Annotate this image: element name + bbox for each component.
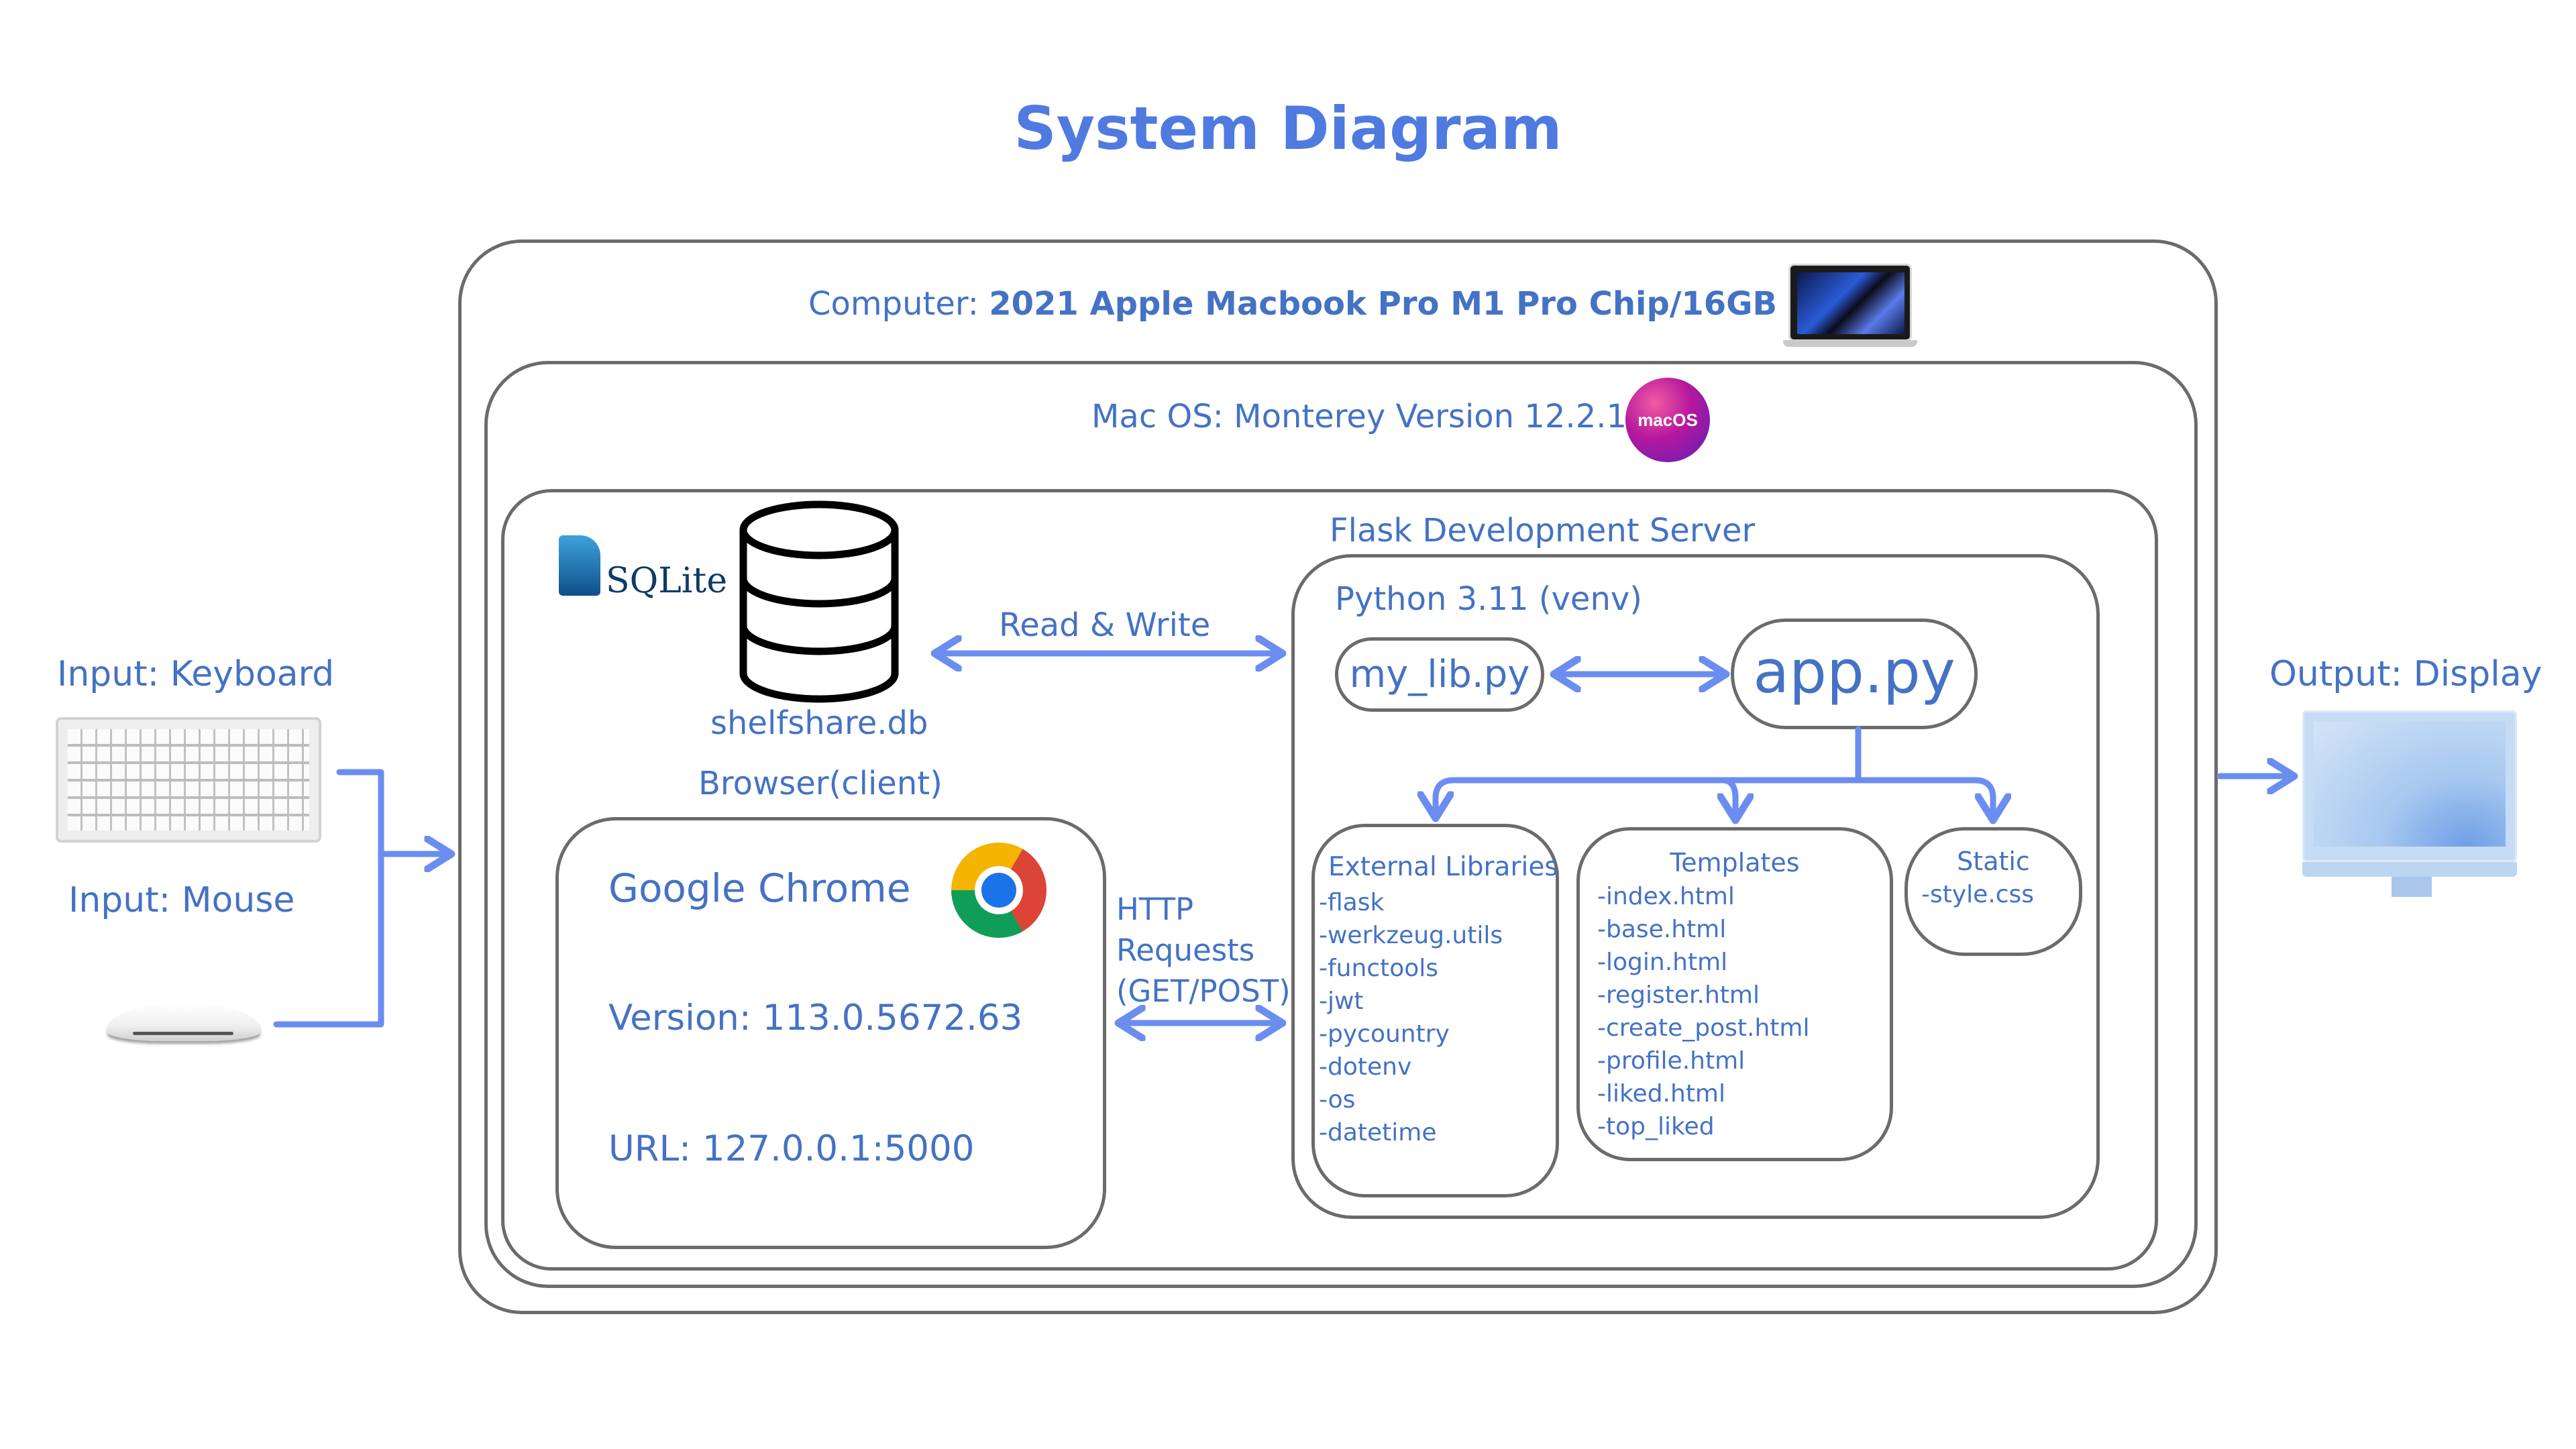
static-title: Static: [1957, 847, 2030, 876]
computer-label-prefix: Computer:: [808, 285, 989, 323]
my-lib-box: [1335, 637, 1544, 712]
computer-box: [458, 239, 2218, 1314]
external-libraries-list: -flask -werkzeug.utils -functools -jwt -…: [1319, 886, 1503, 1149]
macos-label: Mac OS: Monterey Version 12.2.1: [1091, 398, 1627, 435]
application-box: [501, 489, 2158, 1271]
templates-box: [1576, 827, 1893, 1161]
list-item: -functools: [1319, 955, 1439, 982]
browser-box: [555, 817, 1106, 1249]
http-label-line: HTTP: [1116, 892, 1194, 927]
read-write-label: Read & Write: [999, 606, 1211, 644]
mouse-label: Input: Mouse: [68, 880, 295, 920]
list-item: -flask: [1319, 889, 1385, 916]
http-label: HTTP Requests (GET/POST): [1116, 889, 1291, 1012]
macbook-icon: [1783, 264, 1917, 348]
computer-label: Computer: 2021 Apple Macbook Pro M1 Pro …: [808, 285, 1868, 323]
list-item: -jwt: [1319, 987, 1364, 1015]
flask-label: Flask Development Server: [1330, 512, 1756, 549]
list-item: -base.html: [1597, 916, 1727, 943]
browser-name: Google Chrome: [608, 865, 911, 911]
http-label-line: (GET/POST): [1116, 973, 1291, 1009]
app-py-label: app.py: [1753, 637, 1955, 706]
macos-icon: macOS: [1625, 378, 1710, 462]
list-item: -dotenv: [1319, 1053, 1412, 1081]
list-item: -index.html: [1597, 883, 1735, 910]
flask-server-box: [1291, 554, 2100, 1219]
page-title: System Diagram: [1014, 94, 1562, 163]
list-item: -datetime: [1319, 1119, 1437, 1146]
macos-box: [484, 361, 2198, 1288]
computer-label-value: 2021 Apple Macbook Pro M1 Pro Chip/16GB …: [989, 285, 1869, 323]
macos-badge-text: macOS: [1638, 409, 1698, 430]
browser-version: Version: 113.0.5672.63: [608, 998, 1023, 1038]
static-box: [1904, 827, 2082, 956]
mouse-icon: [106, 1004, 262, 1041]
templates-title: Templates: [1670, 848, 1800, 877]
database-name: shelfshare.db: [710, 704, 928, 742]
browser-url: URL: 127.0.0.1:5000: [608, 1128, 975, 1169]
chrome-icon: [951, 843, 1046, 938]
display-label: Output: Display: [2269, 654, 2542, 694]
my-lib-label: my_lib.py: [1349, 653, 1530, 696]
list-item: -werkzeug.utils: [1319, 922, 1503, 949]
sqlite-logo: SQLite: [559, 530, 727, 604]
list-item: -os: [1319, 1086, 1356, 1114]
sqlite-logo-text: SQLite: [606, 561, 728, 601]
browser-label: Browser(client): [698, 765, 943, 802]
http-label-line: Requests: [1116, 932, 1255, 968]
external-libraries-box: [1311, 824, 1559, 1197]
display-icon: [2302, 710, 2517, 897]
list-item: -create_post.html: [1597, 1014, 1810, 1042]
list-item: -login.html: [1597, 949, 1728, 976]
static-item: -style.css: [1921, 881, 2035, 908]
list-item: -liked.html: [1597, 1080, 1726, 1108]
list-item: -pycountry: [1319, 1020, 1450, 1048]
list-item: -profile.html: [1597, 1047, 1746, 1075]
python-label: Python 3.11 (venv): [1335, 580, 1642, 618]
keyboard-icon: [56, 717, 321, 843]
external-libraries-title: External Libraries: [1328, 852, 1558, 882]
sqlite-feather-icon: [559, 535, 600, 596]
templates-list: -index.html -base.html -login.html -regi…: [1597, 880, 1809, 1143]
list-item: -top_liked: [1597, 1113, 1715, 1140]
keyboard-label: Input: Keyboard: [57, 654, 335, 694]
list-item: -register.html: [1597, 981, 1760, 1009]
